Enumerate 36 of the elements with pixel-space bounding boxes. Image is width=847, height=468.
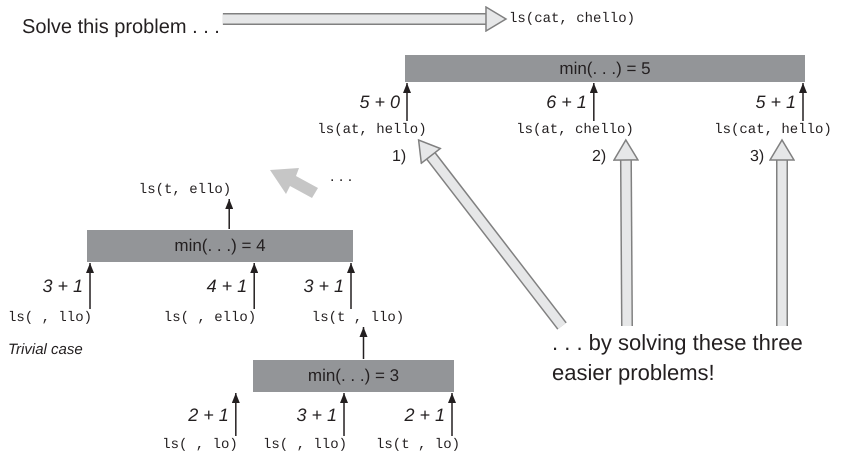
function-call: ls(t , lo) xyxy=(376,437,460,453)
arrow xyxy=(232,393,240,436)
min-bar: min(. . .) = 4 xyxy=(87,230,353,262)
ellipsis-text: . . . xyxy=(330,168,352,186)
arrow xyxy=(799,83,807,121)
arrow xyxy=(448,393,456,436)
arrow xyxy=(86,263,94,309)
case-note: Trivial case xyxy=(8,341,83,358)
arrow xyxy=(403,83,411,121)
function-call: ls(t , llo) xyxy=(312,310,404,326)
min-bar: min(. . .) = 3 xyxy=(253,360,454,392)
case-number: 3) xyxy=(750,148,764,166)
arrow xyxy=(590,83,598,121)
arrow xyxy=(360,327,368,359)
block-arrow xyxy=(613,139,639,326)
function-call: ls( , lo) xyxy=(162,437,238,453)
arrow xyxy=(225,199,234,229)
min-bar: min(. . .) = 5 xyxy=(405,55,805,82)
note-text: . . . by solving these three easier problems! xyxy=(552,328,814,388)
block-arrow xyxy=(769,139,795,326)
function-call: ls(at, chello) xyxy=(516,122,634,138)
function-call: ls( , llo) xyxy=(8,310,92,326)
function-call: ls( , llo) xyxy=(263,437,347,453)
function-call: ls(cat, chello) xyxy=(508,11,636,27)
arrow xyxy=(340,393,348,436)
function-call: ls(t, ello) xyxy=(138,182,232,198)
arrow xyxy=(347,263,355,309)
block-arrow xyxy=(418,139,567,330)
function-call: ls(cat, hello) xyxy=(714,122,832,138)
case-number: 1) xyxy=(392,148,406,166)
case-number: 2) xyxy=(592,148,606,166)
heading-text: Solve this problem . . . xyxy=(22,16,220,39)
arrow xyxy=(250,263,258,309)
function-call: ls( , ello) xyxy=(164,310,256,326)
block-arrow xyxy=(222,6,507,32)
function-call: ls(at, hello) xyxy=(317,122,427,138)
